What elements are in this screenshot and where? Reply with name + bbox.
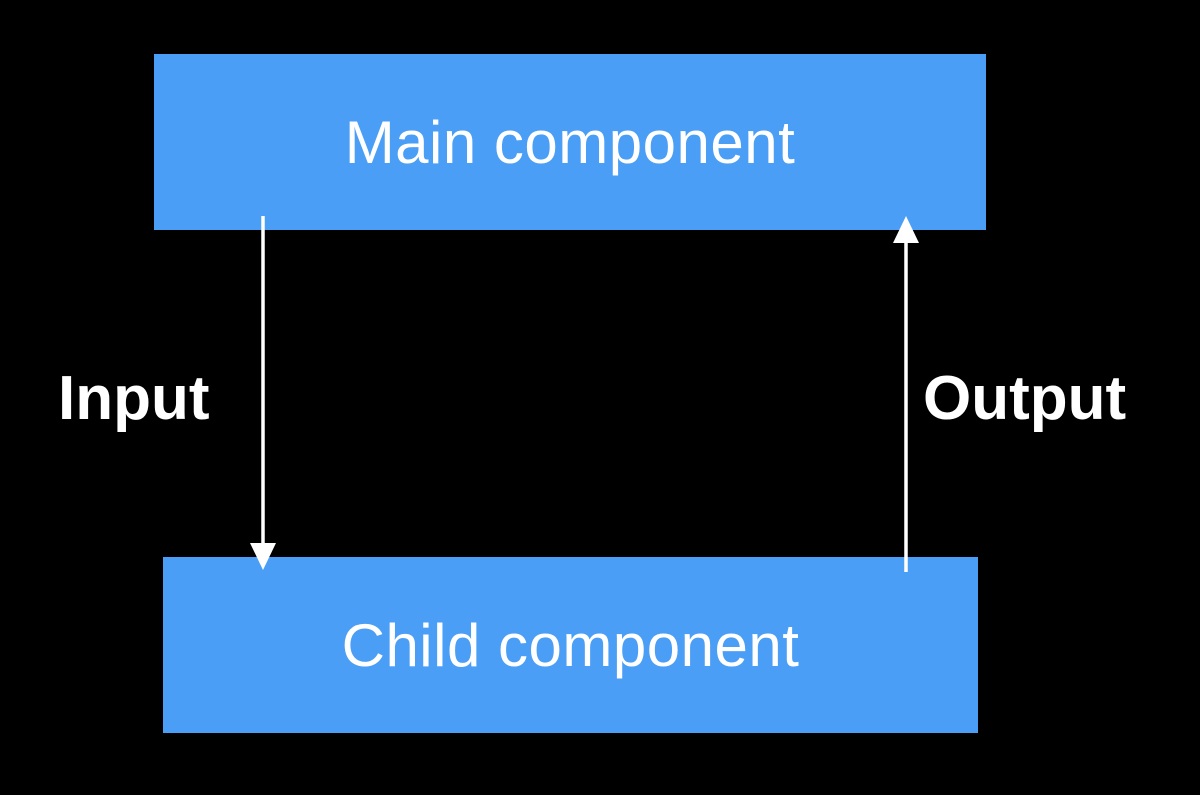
main-component-label: Main component [344, 108, 796, 176]
output-arrow-head [893, 216, 919, 243]
output-arrow [893, 216, 919, 572]
output-edge-label: Output [923, 364, 1127, 433]
child-component-box: Child component [163, 557, 978, 733]
input-arrow [250, 216, 276, 570]
child-component-label: Child component [341, 611, 800, 679]
main-component-box: Main component [154, 54, 986, 230]
input-arrow-head [250, 543, 276, 570]
input-edge-label: Input [58, 364, 210, 433]
